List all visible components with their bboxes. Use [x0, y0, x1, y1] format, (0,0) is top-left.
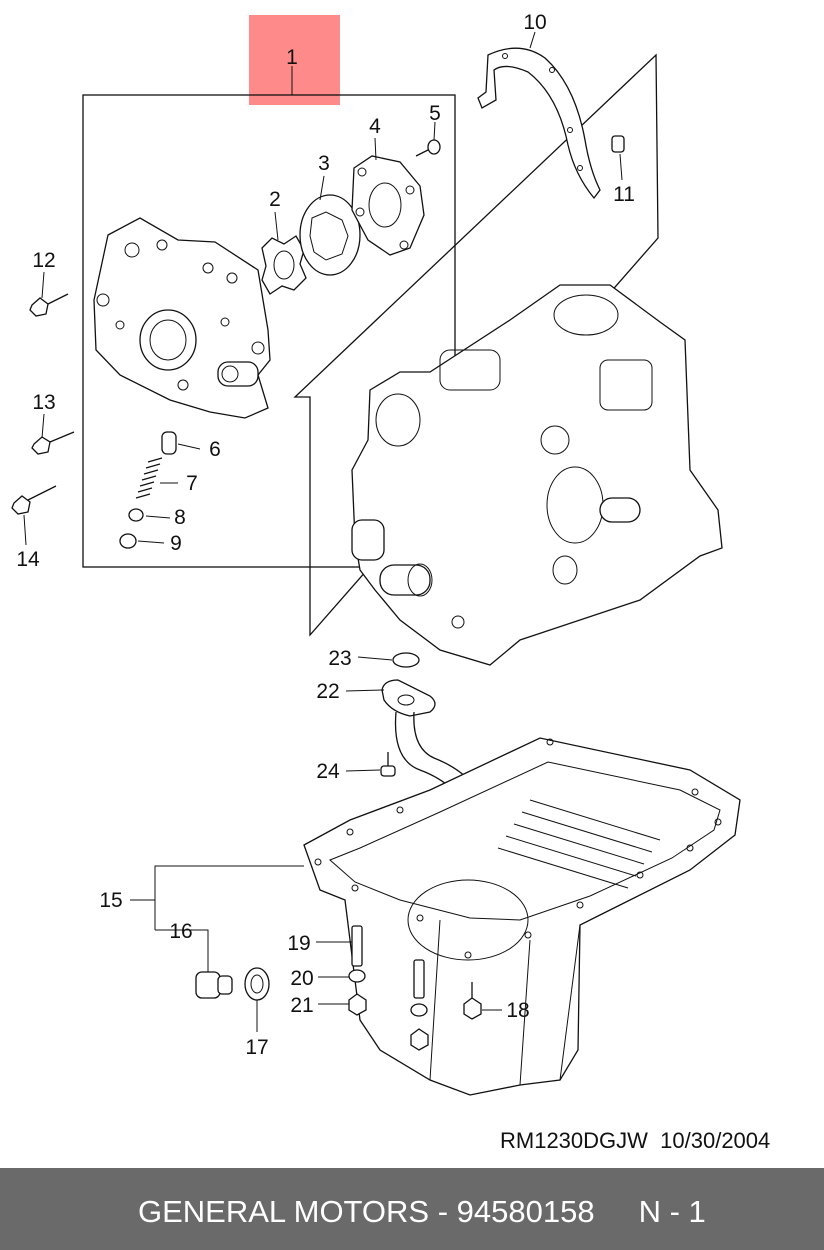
callout-21: 21 — [290, 994, 313, 1017]
dowel-pin — [611, 135, 625, 153]
callout-8: 8 — [174, 506, 186, 529]
pump-bolt-12 — [29, 293, 69, 317]
callout-15: 15 — [99, 889, 122, 912]
callout-19: 19 — [287, 932, 310, 955]
leader-lines — [23, 31, 623, 1032]
rear-cover-gasket — [477, 47, 601, 200]
drain-plug-gasket — [244, 967, 270, 1001]
drain-plug — [195, 971, 233, 999]
relief-plunger — [161, 431, 177, 455]
callout-7: 7 — [186, 472, 198, 495]
callout-18: 18 — [506, 999, 529, 1022]
oil-pump-group-box — [82, 94, 456, 568]
oil-pump-housing — [93, 217, 271, 419]
callout-10: 10 — [523, 11, 546, 34]
footer-bar: GENERAL MOTORS - 94580158 N - 1 — [0, 1168, 824, 1250]
callout-11: 11 — [613, 183, 635, 206]
callout-4: 4 — [369, 115, 381, 138]
callout-23: 23 — [328, 647, 351, 670]
callout-20: 20 — [290, 967, 313, 990]
callout-22: 22 — [316, 680, 339, 703]
pump-bolt-13 — [31, 431, 75, 455]
pan-bolt — [463, 982, 482, 1020]
callout-1: 1 — [286, 46, 298, 69]
callout-12: 12 — [32, 249, 55, 272]
callout-16: 16 — [169, 920, 192, 943]
outer-rotor — [299, 194, 361, 276]
footer-part-number: GENERAL MOTORS - 94580158 — [138, 1194, 595, 1229]
oil-pan — [303, 737, 741, 1096]
part-1-highlight — [249, 15, 340, 105]
diagram-reference: RM1230DGJW 10/30/2004 — [500, 1128, 770, 1154]
footer-text: GENERAL MOTORS - 94580158 N - 1 — [138, 1194, 706, 1230]
callout-6: 6 — [209, 438, 221, 461]
pump-bolt-14 — [11, 485, 57, 515]
callout-labels: 1 2 3 4 5 6 7 8 9 10 11 12 13 14 15 16 1… — [16, 11, 635, 1059]
callout-5: 5 — [429, 102, 441, 125]
engine-block — [351, 284, 723, 666]
callout-3: 3 — [318, 152, 330, 175]
callout-24: 24 — [316, 760, 340, 783]
callout-2: 2 — [269, 188, 281, 211]
relief-spring — [135, 457, 163, 499]
pickup-bolt — [380, 752, 396, 777]
callout-17: 17 — [245, 1036, 268, 1059]
callout-9: 9 — [170, 532, 182, 555]
spring-seat-washer — [128, 508, 144, 522]
reference-date: 10/30/2004 — [660, 1128, 771, 1153]
footer-suffix: N - 1 — [638, 1194, 706, 1229]
exploded-parts-diagram: 1 2 3 4 5 6 7 8 9 10 11 12 13 14 15 16 1… — [11, 11, 741, 1096]
inner-rotor — [261, 235, 307, 295]
reference-code: RM1230DGJW — [500, 1128, 648, 1153]
stud-left — [348, 925, 367, 1016]
pickup-gasket — [392, 652, 420, 668]
pump-cover — [351, 155, 425, 256]
stud-right — [410, 959, 429, 1051]
callout-13: 13 — [32, 391, 55, 414]
circlip — [119, 533, 137, 549]
callout-14: 14 — [16, 548, 40, 571]
cover-screw — [415, 139, 441, 157]
